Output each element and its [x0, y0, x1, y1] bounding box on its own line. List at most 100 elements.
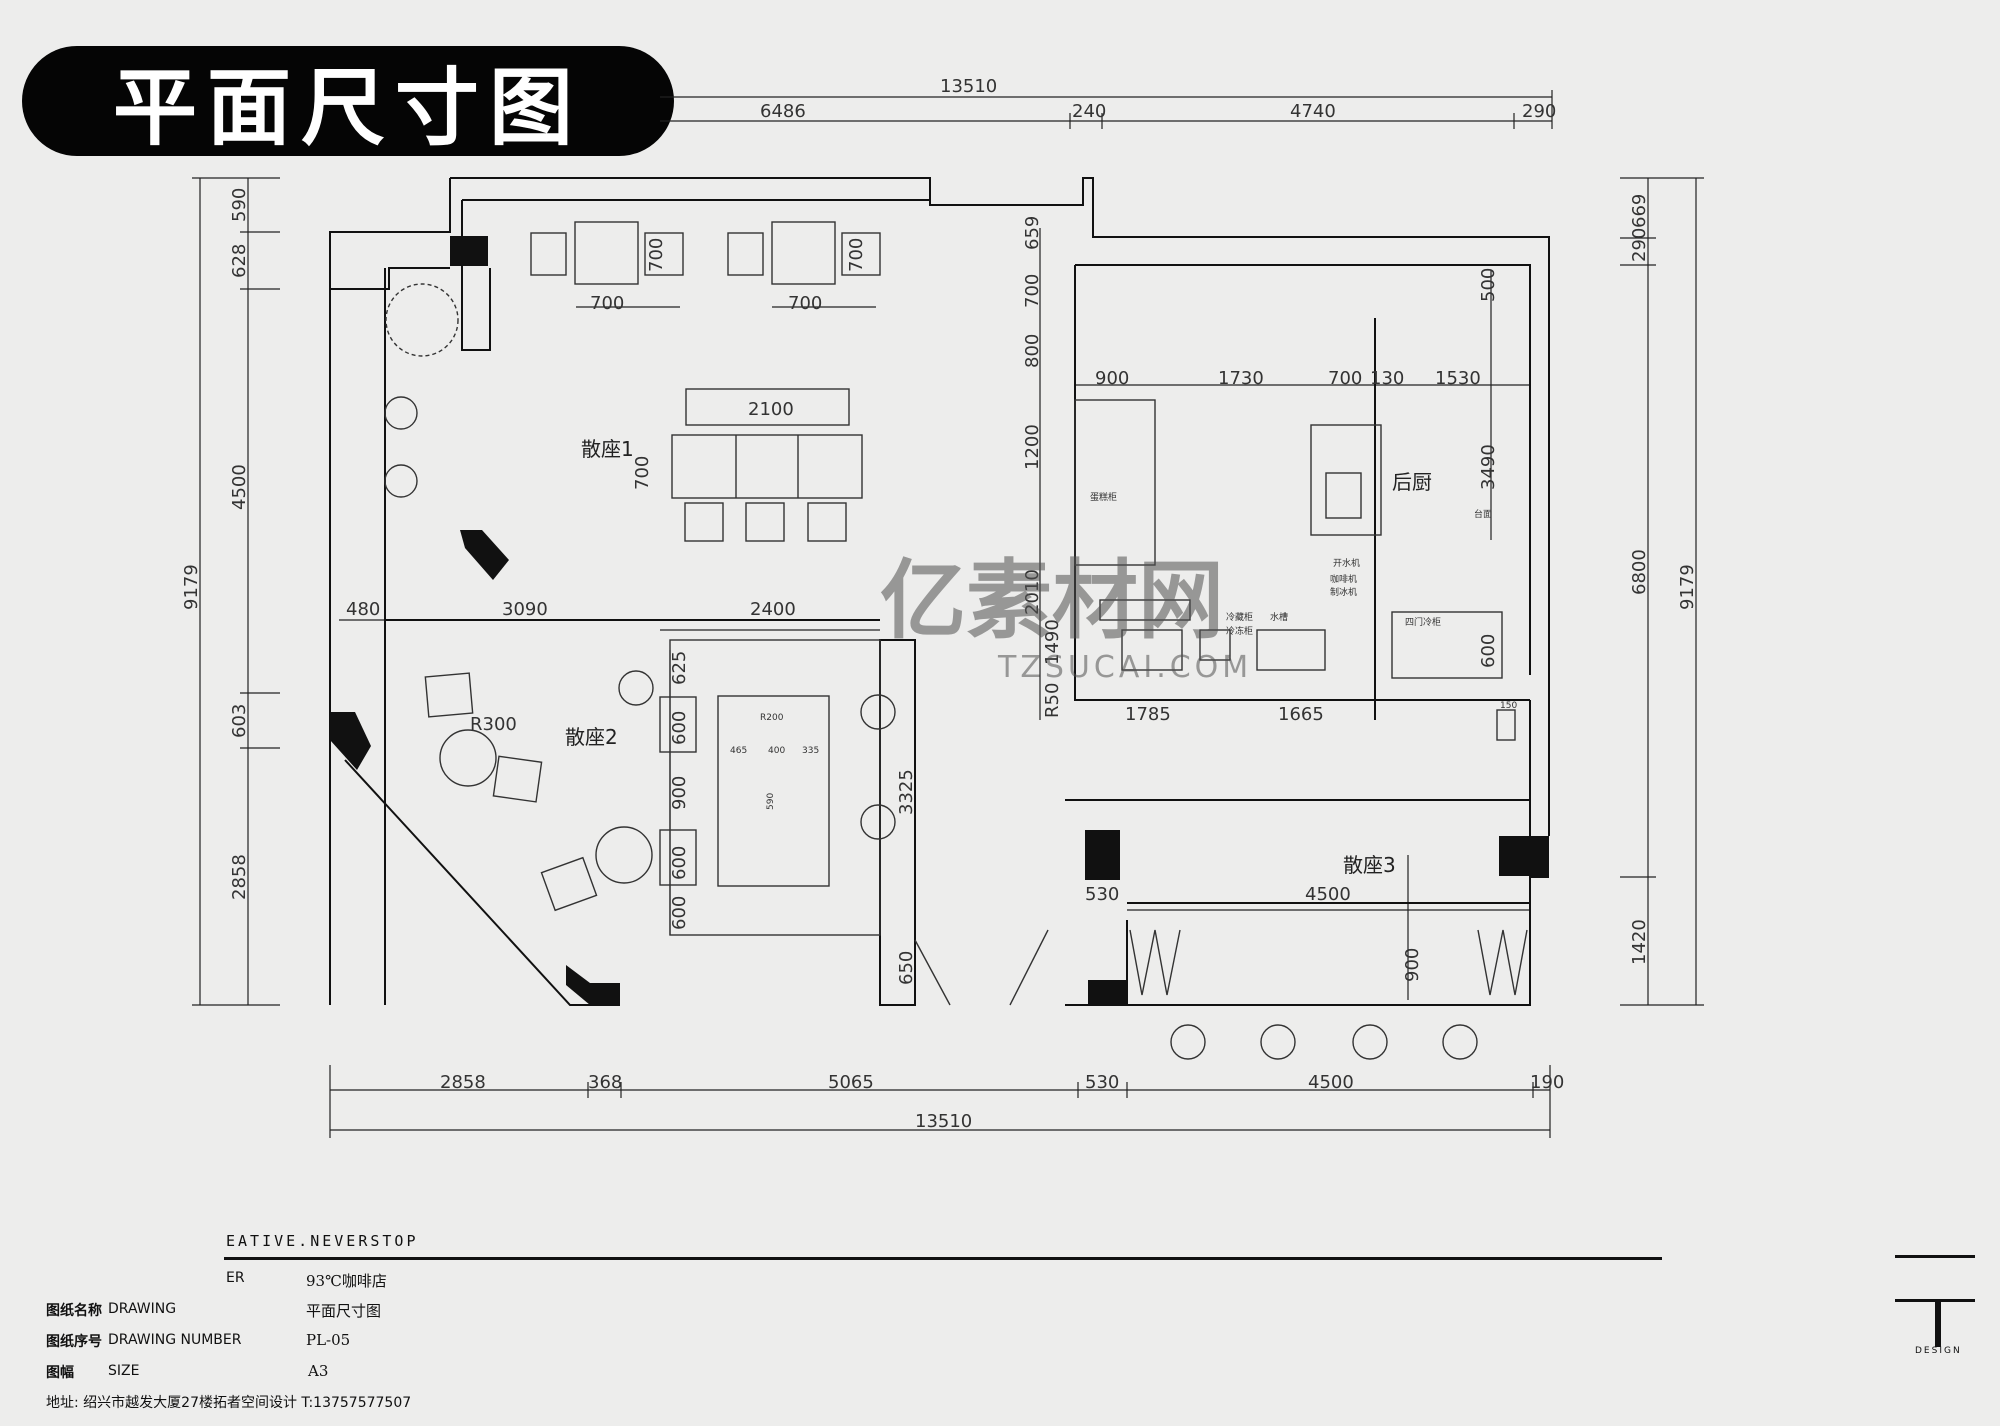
- dim-bottom-1: 2858: [440, 1072, 486, 1093]
- dim-s4500: 4500: [1305, 884, 1351, 905]
- dim-left-2: 628: [229, 244, 250, 278]
- number-value: PL-05: [306, 1331, 351, 1349]
- dim-k1785: 1785: [1125, 704, 1171, 725]
- dim-k600: 600: [1478, 634, 1499, 668]
- dim-table2-h: 700: [846, 238, 867, 272]
- dim-table1-h: 700: [646, 238, 667, 272]
- label-kitchen-small-5: 冷冻柜: [1226, 625, 1253, 637]
- dim-right-1: 669: [1629, 194, 1650, 228]
- dim-right-3: 6800: [1629, 549, 1650, 595]
- room-seat2: 散座2: [565, 725, 618, 749]
- number-label: 图纸序号: [46, 1334, 102, 1350]
- room-kitchen: 后厨: [1392, 470, 1432, 494]
- label-kitchen-small-2: 咖啡机: [1330, 573, 1357, 585]
- dim-table2-w: 700: [788, 293, 822, 314]
- dim-600c: 600: [669, 896, 690, 930]
- room-labels: 散座1 散座2 散座3 后厨 蛋糕柜 四门冷柜 台面 开水机 咖啡机 制冰机 冷…: [565, 437, 1492, 877]
- dim-r659: 659: [1022, 216, 1043, 250]
- dim-650: 650: [896, 951, 917, 985]
- dim-r1490: 1490: [1042, 619, 1063, 665]
- dim-s900: 900: [1402, 948, 1423, 982]
- dim-bottom-5: 4500: [1308, 1072, 1354, 1093]
- label-kitchen-small-4: 冷藏柜: [1226, 611, 1253, 623]
- dim-top-total: 13510: [940, 76, 997, 97]
- dim-bottom-4: 530: [1085, 1072, 1119, 1093]
- dim-k1665: 1665: [1278, 704, 1324, 725]
- dim-bench-len: 2100: [748, 399, 794, 420]
- dim-3325: 3325: [896, 769, 917, 815]
- drawing-label-en: DRAWING: [108, 1301, 177, 1317]
- dim-r850: R50: [1042, 683, 1063, 718]
- dim-r800: 800: [1022, 334, 1043, 368]
- watermark-url: TZSUCAI.COM: [998, 650, 1253, 685]
- studio-logo: DESIGN: [1895, 1255, 1975, 1356]
- dim-k900: 900: [1095, 368, 1129, 389]
- dim-bench-depth: 700: [632, 456, 653, 490]
- label-four-door-fridge: 四门冷柜: [1405, 616, 1441, 628]
- size-label-en: SIZE: [108, 1363, 140, 1379]
- dim-top-3: 4740: [1290, 101, 1336, 122]
- titleblock-rule: [224, 1257, 1662, 1260]
- dim-590: 590: [766, 793, 776, 810]
- dim-k1730: 1730: [1218, 368, 1264, 389]
- dim-k150: 150: [1500, 701, 1517, 711]
- dim-600b: 600: [669, 846, 690, 880]
- label-kitchen-small-1: 开水机: [1333, 557, 1360, 569]
- dim-right-4: 1420: [1629, 919, 1650, 965]
- dim-top-4: 290: [1522, 101, 1556, 122]
- columns: [330, 236, 1549, 1005]
- dim-left-5: 2858: [229, 854, 250, 900]
- dim-k500: 500: [1478, 268, 1499, 302]
- dim-r1200: 1200: [1022, 424, 1043, 470]
- dim-465: 465: [730, 746, 747, 756]
- dim-r700: 700: [1022, 274, 1043, 308]
- dim-bottom-3: 5065: [828, 1072, 874, 1093]
- size-label: 图幅: [46, 1365, 74, 1381]
- dim-625: 625: [669, 651, 690, 685]
- size-value: A3: [308, 1362, 329, 1380]
- number-label-en: DRAWING NUMBER: [108, 1332, 242, 1348]
- dim-bottom-total: 13510: [915, 1111, 972, 1132]
- dim-right-2: 290: [1629, 228, 1650, 262]
- dim-480: 480: [346, 599, 380, 620]
- dim-right-total: 9179: [1677, 564, 1698, 610]
- dim-900: 900: [669, 776, 690, 810]
- address: 地址: 绍兴市越发大厦27楼拓者空间设计 T:13757577507: [46, 1395, 412, 1411]
- dim-top-1: 6486: [760, 101, 806, 122]
- dim-2400: 2400: [750, 599, 796, 620]
- dim-600a: 600: [669, 711, 690, 745]
- label-cake-cabinet: 蛋糕柜: [1090, 491, 1117, 503]
- dimension-labels: 13510 6486 240 4740 290 2858 368 5065 53…: [181, 76, 1698, 1132]
- drawing-label: 图纸名称: [46, 1303, 102, 1319]
- dim-bottom-2: 368: [588, 1072, 622, 1093]
- label-kitchen-small-3: 制冰机: [1330, 586, 1357, 598]
- project-value: 93℃咖啡店: [306, 1272, 387, 1290]
- dim-335: 335: [802, 746, 819, 756]
- dim-400: 400: [768, 746, 785, 756]
- label-kitchen-small-6: 水槽: [1270, 611, 1288, 623]
- dim-table1-w: 700: [590, 293, 624, 314]
- dim-k3490: 3490: [1478, 444, 1499, 490]
- room-seat1: 散座1: [581, 437, 634, 461]
- drawing-value: 平面尺寸图: [306, 1302, 382, 1320]
- dim-r2010: 2010: [1022, 569, 1043, 615]
- dim-bottom-6: 190: [1530, 1072, 1564, 1093]
- room-seat3: 散座3: [1343, 853, 1396, 877]
- title-banner: 平面尺寸图: [22, 46, 674, 157]
- furniture: [384, 221, 1528, 1060]
- dim-r200: R200: [760, 713, 784, 723]
- label-counter: 台面: [1474, 508, 1492, 520]
- logo-text: DESIGN: [1915, 1346, 1962, 1356]
- dim-s530: 530: [1085, 884, 1119, 905]
- dim-left-total: 9179: [181, 564, 202, 610]
- project-label-fragment: ER: [226, 1270, 245, 1286]
- dim-k130: 130: [1370, 368, 1404, 389]
- dim-k1530: 1530: [1435, 368, 1481, 389]
- watermark-brand: 亿素材网: [880, 551, 1224, 651]
- dim-left-4: 603: [229, 704, 250, 738]
- dim-r300: R300: [470, 714, 517, 735]
- dim-3090: 3090: [502, 599, 548, 620]
- dim-top-2: 240: [1072, 101, 1106, 122]
